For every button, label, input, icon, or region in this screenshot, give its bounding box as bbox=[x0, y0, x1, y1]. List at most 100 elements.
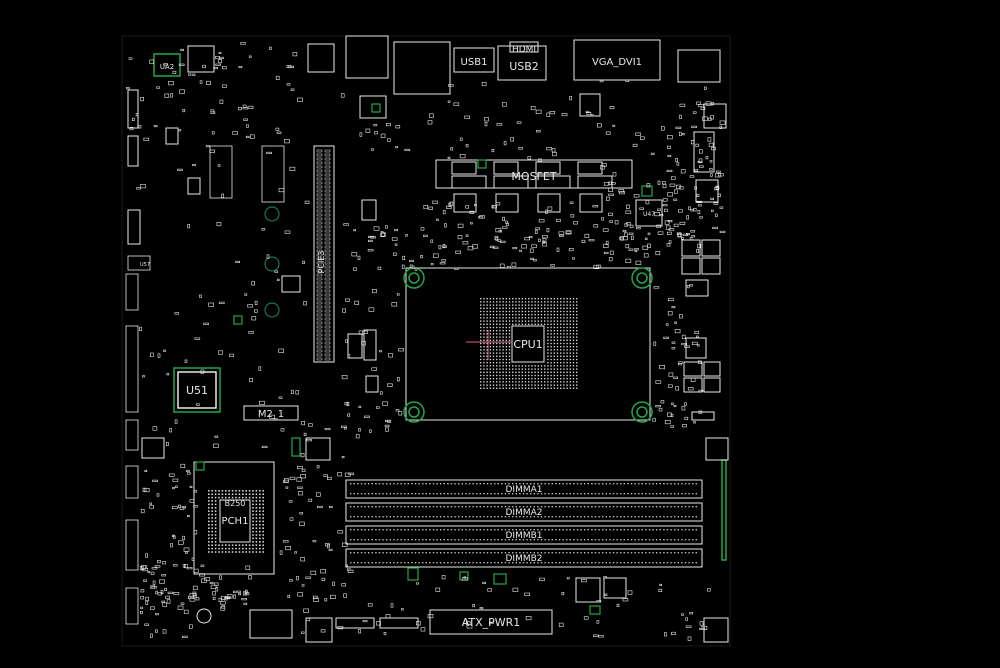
passive-component bbox=[659, 364, 665, 370]
passive-component bbox=[679, 114, 682, 119]
passive-component bbox=[295, 390, 300, 395]
passive-component bbox=[599, 80, 604, 83]
dimm-a1-slot bbox=[345, 479, 703, 499]
passive-component bbox=[604, 593, 608, 596]
passive-component bbox=[368, 429, 372, 433]
passive-component bbox=[345, 564, 348, 567]
passive-component bbox=[303, 301, 307, 306]
passive-component bbox=[662, 181, 666, 185]
passive-component bbox=[380, 232, 386, 237]
cpu-pin-grid bbox=[480, 298, 578, 389]
passive-component bbox=[707, 137, 712, 142]
passive-component bbox=[150, 606, 155, 610]
passive-component bbox=[259, 400, 265, 406]
passive-component bbox=[501, 226, 508, 229]
passive-component bbox=[398, 411, 403, 416]
passive-component bbox=[686, 285, 690, 289]
passive-component bbox=[427, 120, 433, 125]
passive-component bbox=[719, 230, 726, 233]
passive-component bbox=[684, 345, 690, 348]
passive-component bbox=[715, 186, 719, 190]
passive-component bbox=[391, 302, 398, 307]
passive-component bbox=[341, 542, 348, 547]
passive-component bbox=[373, 226, 380, 231]
passive-component bbox=[625, 210, 632, 214]
passive-component bbox=[337, 472, 342, 477]
passive-component bbox=[609, 106, 615, 110]
passive-component bbox=[140, 610, 143, 615]
passive-component bbox=[673, 376, 679, 379]
passive-component bbox=[172, 505, 178, 510]
passive-component bbox=[135, 113, 139, 117]
passive-component bbox=[416, 582, 419, 585]
passive-component bbox=[157, 559, 161, 564]
passive-component bbox=[634, 250, 638, 253]
passive-component bbox=[164, 587, 167, 592]
ua2-chip bbox=[153, 53, 181, 77]
passive-component bbox=[323, 474, 329, 477]
passive-component bbox=[326, 544, 330, 549]
passive-component bbox=[630, 235, 634, 240]
passive-component bbox=[492, 205, 497, 209]
passive-component bbox=[385, 225, 388, 229]
dimm-pins bbox=[350, 483, 697, 564]
passive-component bbox=[411, 265, 415, 269]
passive-component bbox=[153, 125, 158, 128]
passive-component bbox=[668, 240, 672, 244]
passive-component bbox=[246, 124, 249, 128]
passive-component bbox=[285, 486, 289, 489]
passive-component bbox=[215, 587, 219, 592]
passive-component bbox=[346, 401, 350, 407]
passive-component bbox=[675, 126, 682, 129]
passive-component bbox=[161, 600, 165, 603]
passive-component bbox=[172, 478, 179, 482]
passive-component bbox=[286, 83, 291, 86]
passive-component bbox=[660, 400, 665, 404]
passive-component bbox=[625, 79, 630, 82]
passive-component bbox=[687, 206, 691, 210]
passive-component bbox=[159, 579, 165, 584]
passive-component bbox=[703, 86, 707, 90]
passive-component bbox=[518, 147, 523, 150]
passive-component bbox=[551, 148, 556, 153]
passive-component bbox=[301, 584, 305, 587]
passive-component bbox=[601, 217, 604, 221]
left-component-columns bbox=[125, 145, 285, 625]
passive-component bbox=[608, 257, 613, 262]
passive-component bbox=[235, 260, 240, 264]
passive-component bbox=[367, 603, 373, 607]
passive-component bbox=[166, 373, 170, 376]
passive-component bbox=[189, 598, 196, 602]
passive-component bbox=[542, 242, 548, 247]
passive-component bbox=[719, 125, 723, 129]
passive-component bbox=[152, 580, 156, 585]
passive-component bbox=[209, 581, 214, 585]
passive-component bbox=[681, 133, 685, 136]
passive-component bbox=[662, 198, 668, 202]
passive-component bbox=[166, 599, 171, 604]
passive-component bbox=[276, 278, 280, 281]
passive-component bbox=[177, 168, 183, 171]
passive-component bbox=[685, 617, 689, 621]
passive-component bbox=[685, 625, 692, 628]
passive-component bbox=[195, 597, 200, 601]
passive-component bbox=[566, 577, 570, 580]
passive-component bbox=[172, 534, 175, 537]
passive-component bbox=[622, 598, 629, 602]
passive-component bbox=[465, 144, 469, 148]
passive-component bbox=[710, 173, 713, 177]
passive-component bbox=[675, 184, 681, 189]
passive-component bbox=[528, 236, 533, 239]
dimm-b2-label: DIMMB2 bbox=[505, 554, 542, 564]
passive-component bbox=[155, 613, 159, 616]
passive-component bbox=[662, 184, 667, 189]
passive-component bbox=[681, 237, 684, 240]
passive-component bbox=[667, 384, 673, 388]
passive-component bbox=[698, 410, 703, 414]
passive-component bbox=[326, 476, 332, 481]
passive-component bbox=[432, 253, 439, 258]
u51-border bbox=[173, 367, 221, 413]
passive-component bbox=[447, 100, 451, 103]
passive-component bbox=[364, 415, 370, 418]
passive-component bbox=[436, 218, 439, 221]
